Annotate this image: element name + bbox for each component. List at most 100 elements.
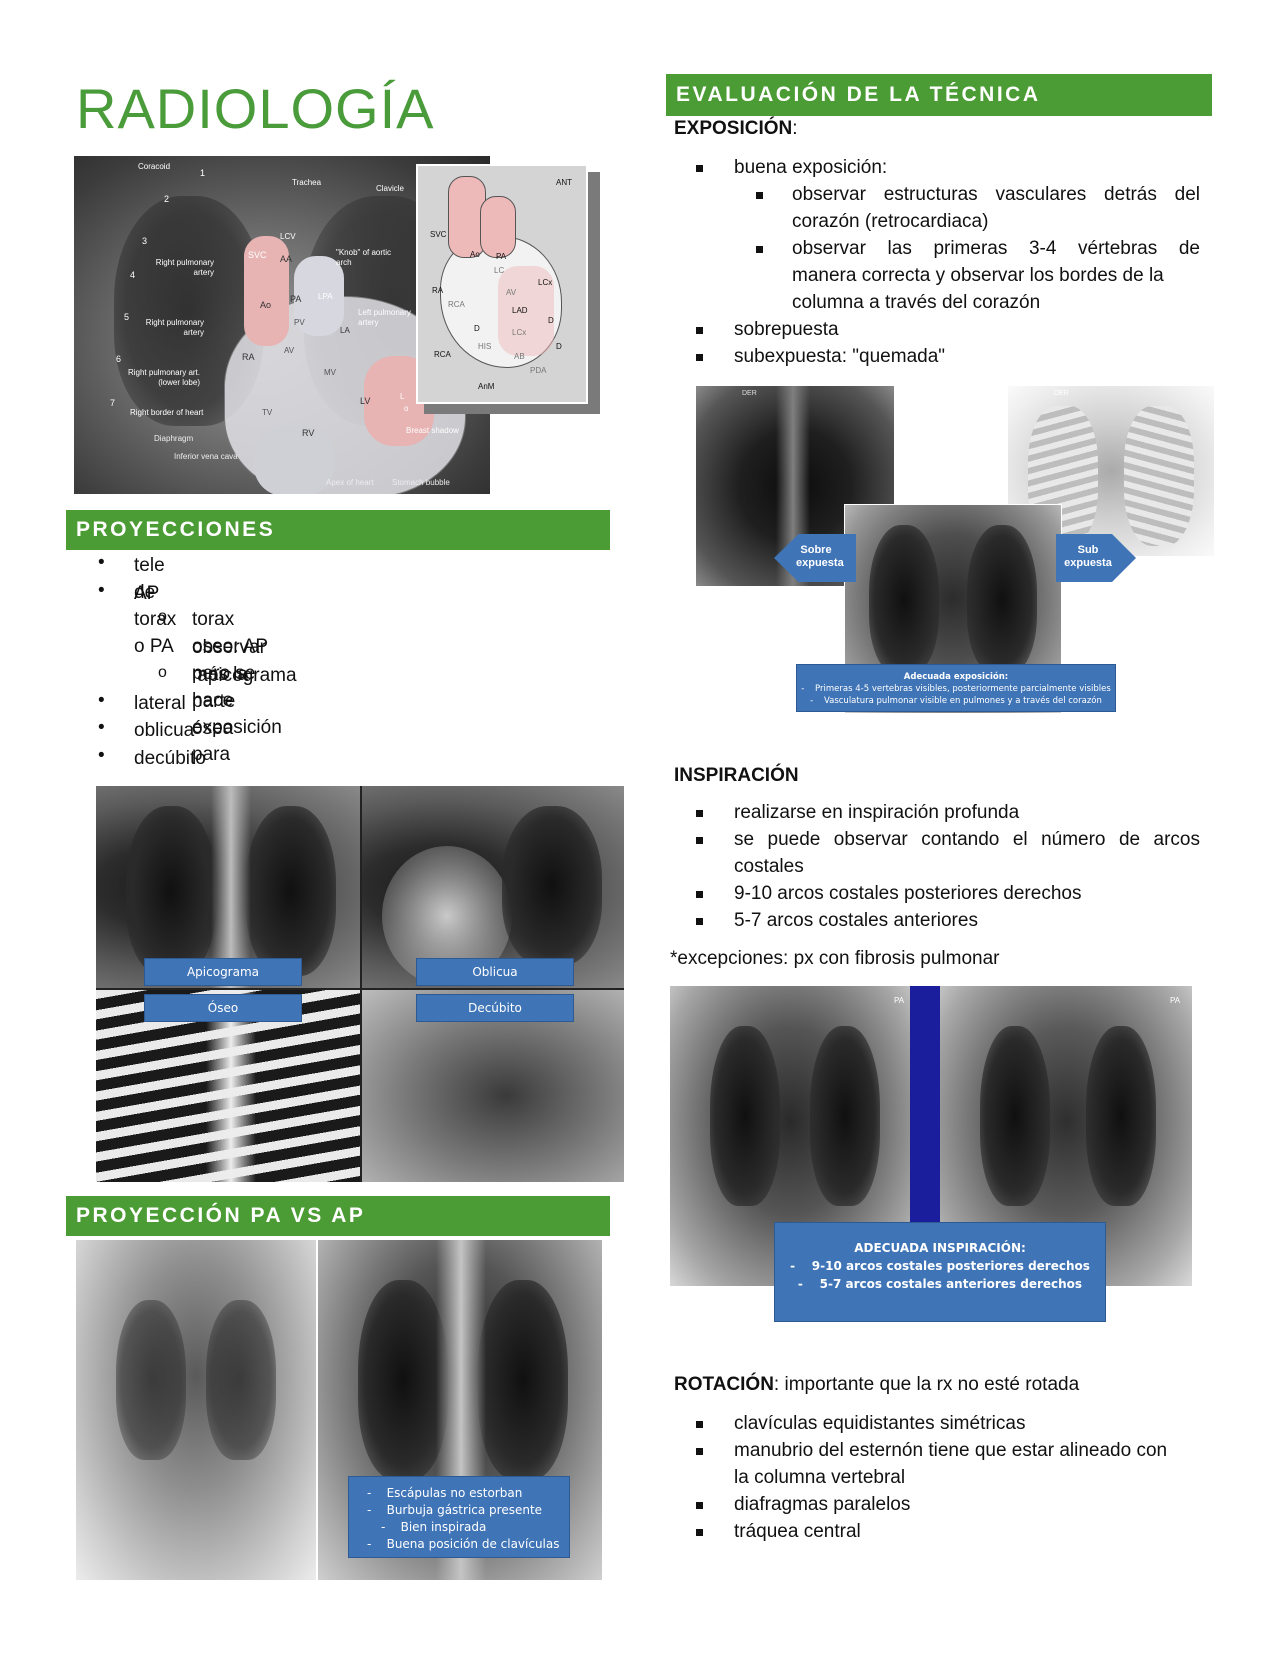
list-item: oblicua [134,720,195,741]
evaluacion-heading: EVALUACIÓN DE LA TÉCNICA [666,74,1212,116]
caption-line: - Vasculatura pulmonar visible en pulmon… [810,696,1102,706]
label-left-pulm-artery: Left pulmonary artery [358,308,411,327]
list-item: buena exposición: [734,157,888,178]
label-lcv: LCV [280,232,296,241]
list-item: manubrio del esternón tiene que estar al… [734,1440,1168,1461]
label-la: LA [340,326,350,335]
der-label: DER [742,390,757,397]
inset-label-pda: PDA [530,366,547,375]
caption-line: - Bien inspirada [381,1520,487,1534]
list-item: 5-7 arcos costales anteriores [734,910,978,931]
rotacion-title: ROTACIÓN [674,1374,774,1395]
list-item: apicograma [192,665,297,686]
inset-label-lad: LAD [512,306,528,315]
label-mv: MV [324,368,336,377]
bullet: • [98,580,105,601]
inspiracion-note: *excepciones: px con fibrosis pulmonar [670,948,1000,969]
pa-vs-ap-heading: PROYECCIÓN PA VS AP [66,1196,610,1236]
exposicion-caption: Adecuada exposición: - Primeras 4-5 vert… [796,664,1116,712]
caption-title: ADECUADA INSPIRACIÓN: [854,1241,1026,1255]
label-apex: Apex of heart [326,478,374,487]
list-item: observar más la parte ósea [192,637,266,739]
sub-expuesta-label: Sub expuesta [1064,544,1112,569]
label-o: o [404,404,409,413]
list-item: tráquea central [734,1521,861,1542]
bullet: o [158,608,167,625]
bullet [756,192,763,199]
list-item: la columna vertebral [734,1467,906,1488]
inset-label-ao: Ao [470,250,480,259]
bullet [696,810,703,817]
list-item: columna a través del corazón [792,292,1041,313]
bullet: • [98,717,105,738]
exposicion-title: EXPOSICIÓN [674,118,793,139]
pa-label: PA [1170,996,1181,1005]
label-rv: RV [302,428,315,438]
caption-oblicua: Oblicua [416,958,574,986]
list-item: AP [134,583,160,604]
exposicion-title-row: EXPOSICIÓN: [674,118,798,140]
sobre-expuesta-label: Sobre expuesta [796,544,844,569]
label-coracoid: Coracoid [138,162,171,171]
label-l: L [400,392,405,401]
list-item: clavículas equidistantes simétricas [734,1413,1026,1434]
bullet [696,165,703,172]
xray-underexposed: DER [1008,386,1214,556]
bullet [696,354,703,361]
exposicion-images: DER DER Sobre expuesta Sub expuesta Adec… [696,386,1214,714]
label-trachea: Trachea [292,178,322,187]
bullet [696,891,703,898]
caption-line: - Primeras 4-5 vertebras visibles, poste… [801,684,1111,694]
inset-label-lcx: LCx [538,278,553,287]
bullet: • [98,690,105,711]
label-rib-7: 7 [110,398,116,408]
label-right-border: Right border of heart [130,408,204,417]
label-stomach: Stomach bubble [392,478,450,487]
inset-label-pa: PA [496,252,507,261]
list-item: diafragmas paralelos [734,1494,911,1515]
label-rib-5: 5 [124,312,130,322]
label-svc: SVC [248,250,267,260]
list-item: lateral [134,693,186,714]
caption-line: - 9-10 arcos costales posteriores derech… [790,1259,1090,1273]
inset-label-svc: SVC [430,230,447,239]
page-title: RADIOLOGÍA [76,77,435,140]
label-right-pulm-artery-2: Right pulmonary artery [145,318,204,337]
caption-line: - Buena posición de clavículas [367,1537,560,1551]
der-label: DER [1054,390,1069,397]
divider-bar [910,986,940,1226]
list-item: corazón (retrocardiaca) [792,211,989,232]
label-right-pulm-artery: Right pulmonary artery [155,258,214,277]
exposicion-colon: : [792,118,798,139]
xray-oseo [96,990,360,1182]
inset-label-avn: AnM [478,382,495,391]
list-item: realizarse en inspiración profunda [734,802,1020,823]
list-item: torax oseo: AP pero se hace exposición p… [192,609,282,765]
xray-apicograma [96,786,360,988]
label-rib-6: 6 [116,354,122,364]
label-diaphragm: Diaphragm [154,434,194,443]
label-rib-1: 1 [200,168,206,178]
inset-label-lc: LC [494,266,505,275]
label-lpa: LPA [318,292,333,301]
inset-label-ab: AB [514,352,525,361]
caption-line: - 5-7 arcos costales anteriores derechos [797,1277,1083,1291]
inset-label-d3: D [556,342,562,351]
pa-label: PA [894,996,905,1005]
list-item: subexpuesta: "quemada" [734,346,946,367]
proyecciones-heading: PROYECCIONES [66,510,610,550]
bullet [696,837,703,844]
label-pa: PA [290,294,302,304]
label-lv: LV [360,396,371,406]
label-ao: Ao [260,300,272,310]
label-clavicle: Clavicle [376,184,405,193]
label-ra: RA [242,352,255,362]
list-item: sobrepuesta [734,319,839,340]
projections-image-grid: Apicograma Oblicua Óseo Decúbito [96,786,624,1182]
bullet [756,246,763,253]
inspiracion-caption: ADECUADA INSPIRACIÓN: - 9-10 arcos costa… [774,1222,1106,1322]
inset-label-ra: RA [432,286,444,295]
pa-vs-ap-caption: - Escápulas no estorban - Burbuja gástri… [348,1476,570,1558]
heart-inset-diagram: ANT SVC Ao PA LC LCx RA AV RCA LAD D D L… [416,164,588,404]
inspiracion-title: INSPIRACIÓN [674,765,799,786]
